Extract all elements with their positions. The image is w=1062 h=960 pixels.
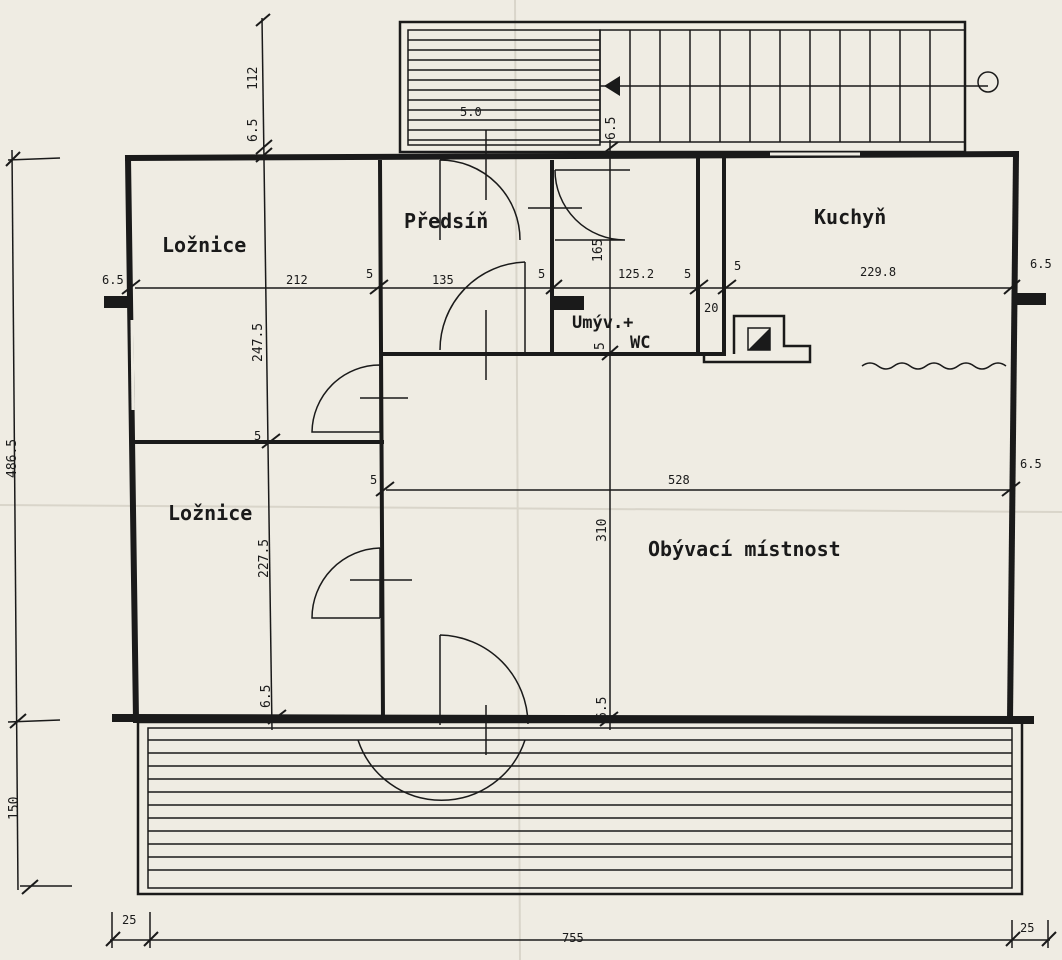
- dim-5-c: 5: [684, 267, 691, 281]
- stairs-small-label: 5.0: [460, 105, 482, 119]
- wavy-line: [861, 362, 1007, 370]
- exterior-walls: [104, 150, 1046, 725]
- dim-135: 135: [432, 273, 454, 287]
- dim-65-bottom-mid: 6.5: [595, 697, 610, 720]
- room-label-wc: WC: [630, 333, 650, 353]
- dim-310: 310: [595, 519, 610, 542]
- interior-walls: [133, 158, 812, 723]
- dim-2475: 247.5: [251, 323, 266, 362]
- room-label-obyvaci: Obývací místnost: [648, 537, 841, 561]
- room-label-umyvarna: Umýv.+: [572, 313, 633, 333]
- dim-5-liv: 5: [370, 473, 377, 487]
- dim-5-bed: 5: [254, 429, 261, 443]
- dim-5-b: 5: [538, 267, 545, 281]
- room-label-predsin: Předsíň: [404, 209, 488, 233]
- dim-65-right-top: 6.5: [1030, 257, 1052, 271]
- dim-5-wc: 5: [593, 342, 608, 350]
- dim-2275: 227.5: [257, 539, 272, 578]
- room-label-kuchyn: Kuchyň: [814, 205, 886, 229]
- dim-2298: 229.8: [860, 265, 896, 279]
- dim-20: 20: [704, 301, 718, 315]
- terrace: [136, 720, 1024, 896]
- dim-112: 112: [246, 67, 261, 90]
- dim-150: 150: [7, 797, 22, 820]
- dim-125: 125.2: [618, 267, 654, 281]
- dim-4865: 486.5: [5, 439, 20, 478]
- dim-65-left: 6.5: [102, 273, 124, 287]
- dim-528: 528: [668, 473, 690, 487]
- stair-arrow-icon: [604, 76, 620, 96]
- dim-165: 165: [591, 239, 606, 262]
- dimension-ticks: [5, 13, 1057, 947]
- entrance-steps: 5.0: [398, 20, 999, 154]
- dim-5-d: 5: [734, 259, 741, 273]
- doors: [311, 130, 630, 801]
- dim-65-top: 6.5: [246, 119, 261, 142]
- dim-212: 212: [286, 273, 308, 287]
- dimension-lines: [7, 17, 1050, 948]
- dim-5-a: 5: [366, 267, 373, 281]
- dim-65-stairs: 6.5: [604, 117, 619, 140]
- dim-755: 755: [562, 931, 584, 945]
- dim-25-right: 25: [1020, 921, 1034, 935]
- room-label-loznice-top: Ložnice: [162, 233, 246, 257]
- stair-end-circle-icon: [977, 71, 999, 93]
- dim-65-right-mid: 6.5: [1020, 457, 1042, 471]
- room-labels: Ložnice Předsíň Umýv.+ WC Kuchyň Ložnice…: [162, 205, 886, 561]
- room-label-loznice-bottom: Ložnice: [168, 501, 252, 525]
- dim-65-bottom-left: 6.5: [259, 685, 274, 708]
- dim-25-left: 25: [122, 913, 136, 927]
- dimension-labels: 112 6.5 6.5 6.5 6.5 6.5 212 5 135 5 125.…: [5, 67, 1052, 945]
